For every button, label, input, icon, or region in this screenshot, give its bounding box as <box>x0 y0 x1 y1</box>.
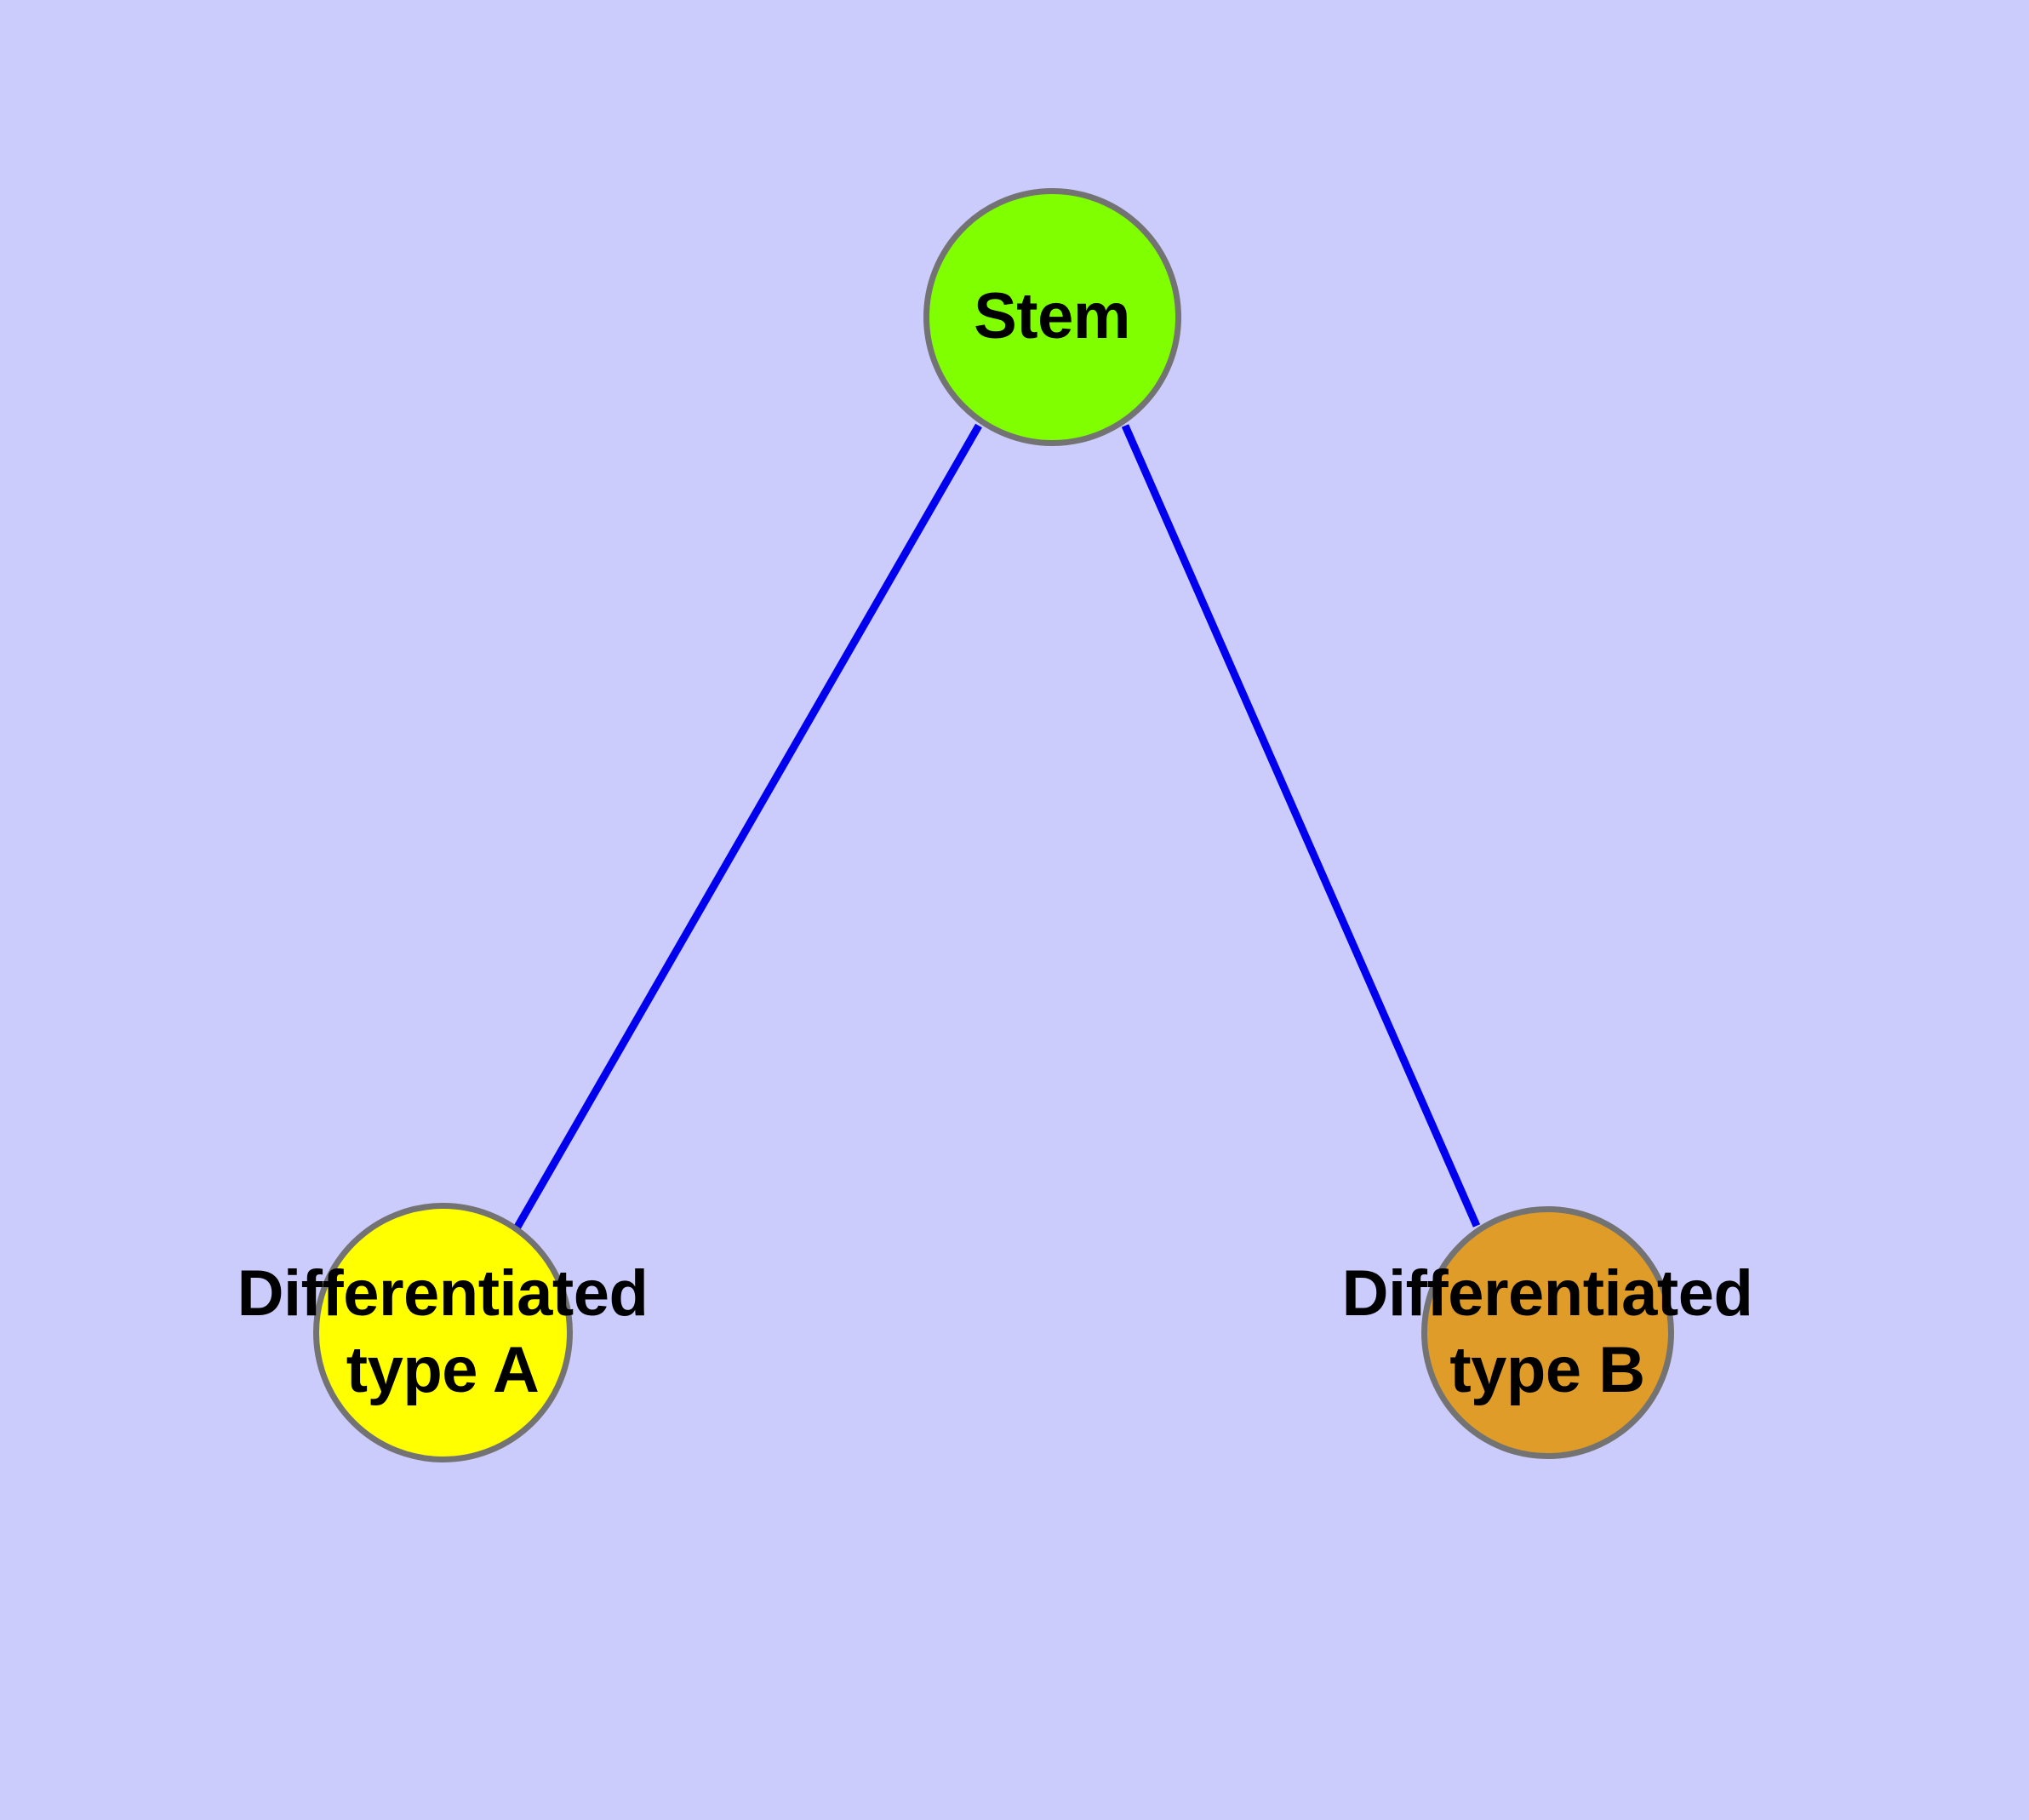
node-label-differentiated-type-a: Differentiated type A <box>237 1257 649 1406</box>
edge-stem-to-type-a <box>513 423 982 1231</box>
node-stem[interactable] <box>923 187 1181 446</box>
node-differentiated-type-b[interactable] <box>1420 1205 1674 1459</box>
node-label-differentiated-type-b: Differentiated type B <box>1341 1257 1753 1406</box>
edge-stem-to-type-b <box>1121 424 1481 1228</box>
node-differentiated-type-a[interactable] <box>312 1202 573 1462</box>
node-label-stem: Stem <box>974 280 1130 353</box>
